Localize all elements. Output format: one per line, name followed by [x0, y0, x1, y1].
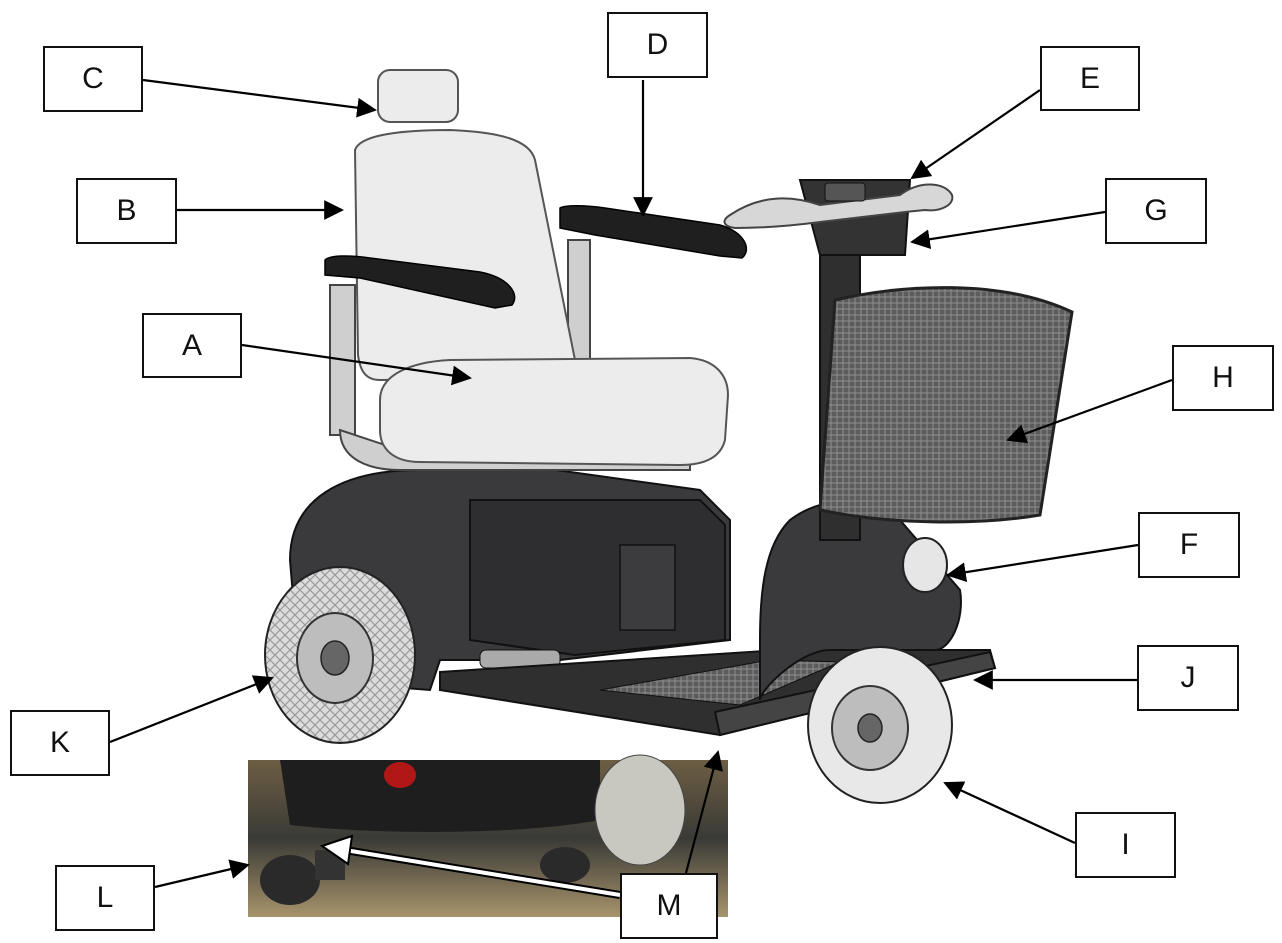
handlebar — [723, 183, 954, 230]
headlight — [902, 537, 948, 593]
battery-box — [469, 499, 726, 657]
arrow-k — [109, 675, 274, 744]
armrest-right — [559, 205, 748, 259]
scooter-illustration — [264, 69, 1074, 804]
arrow-f — [946, 543, 1139, 582]
callout-k: K — [10, 710, 110, 776]
battery-panel — [619, 544, 676, 631]
headrest — [377, 69, 459, 123]
callout-c: C — [43, 46, 143, 112]
control-panel — [824, 182, 866, 202]
arrow-h — [1006, 378, 1173, 444]
arrow-c — [142, 78, 377, 118]
seat-cushion — [379, 356, 730, 467]
callout-m: M — [620, 873, 718, 939]
callout-a: A — [142, 313, 242, 378]
callout-g: G — [1105, 178, 1207, 244]
arrow-m1 — [684, 750, 724, 874]
arrow-a — [241, 343, 472, 386]
callout-e: E — [1040, 46, 1140, 111]
arrow-e — [910, 89, 1041, 180]
callout-b: B — [76, 178, 177, 244]
arrow-g — [910, 210, 1106, 250]
callout-d: D — [607, 12, 708, 78]
callout-j: J — [1137, 645, 1239, 711]
armrest-left — [324, 255, 516, 309]
callout-f: F — [1138, 512, 1240, 578]
rear-wheel — [264, 566, 416, 744]
arrow-m2 — [319, 834, 621, 899]
callout-h: H — [1172, 345, 1274, 411]
callout-l: L — [55, 865, 155, 931]
arrow-i — [943, 781, 1076, 844]
callout-i: I — [1075, 812, 1176, 878]
basket — [818, 286, 1074, 524]
front-wheel — [807, 646, 953, 804]
seat-back — [353, 128, 577, 382]
arrow-l — [154, 859, 250, 889]
callout-arrows — [109, 78, 1173, 889]
